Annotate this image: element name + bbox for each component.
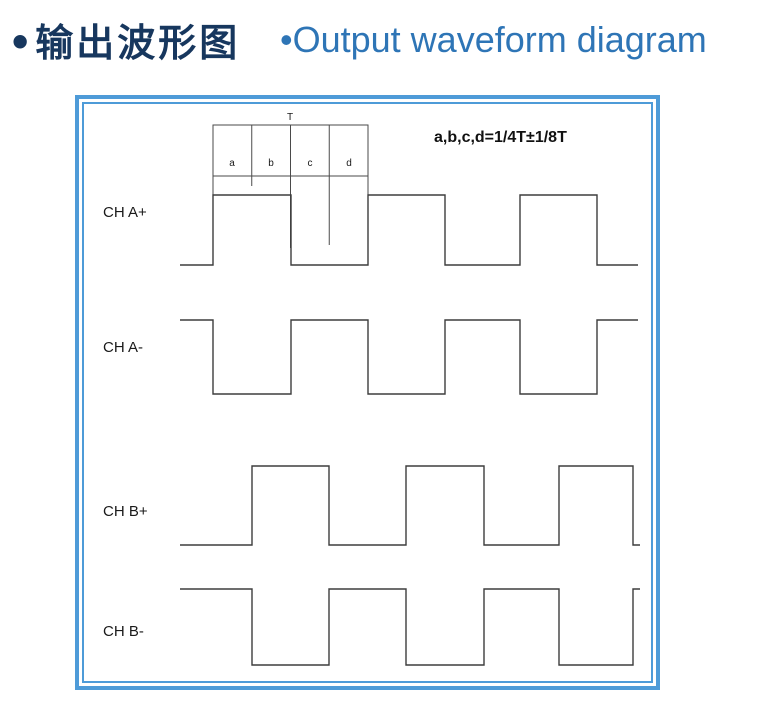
period-label: T xyxy=(287,112,293,123)
channel-label-ch-a-plus: CH A+ xyxy=(103,204,147,221)
segment-label-b: b xyxy=(268,158,274,169)
segment-label-a: a xyxy=(229,158,235,169)
channel-labels: CH A+ CH A- CH B+ CH B- xyxy=(103,204,148,640)
timing-annotation: a,b,c,d=1/4T±1/8T xyxy=(434,129,567,146)
page-title-zh: •输出波形图 xyxy=(8,21,241,65)
waveform-ch-b-plus xyxy=(180,465,640,546)
waveforms xyxy=(180,194,640,666)
channel-label-ch-b-plus: CH B+ xyxy=(103,503,148,520)
waveform-ch-b-minus xyxy=(180,588,640,666)
channel-label-ch-a-minus: CH A- xyxy=(103,339,143,356)
period-ruler: T a b c d xyxy=(212,112,369,248)
waveform-ch-a-minus xyxy=(180,319,638,395)
page-title-en: •Output waveform diagram xyxy=(280,19,707,60)
channel-label-ch-b-minus: CH B- xyxy=(103,623,144,640)
segment-label-d: d xyxy=(346,158,352,169)
segment-label-c: c xyxy=(308,158,313,169)
waveform-ch-a-plus xyxy=(180,194,638,266)
